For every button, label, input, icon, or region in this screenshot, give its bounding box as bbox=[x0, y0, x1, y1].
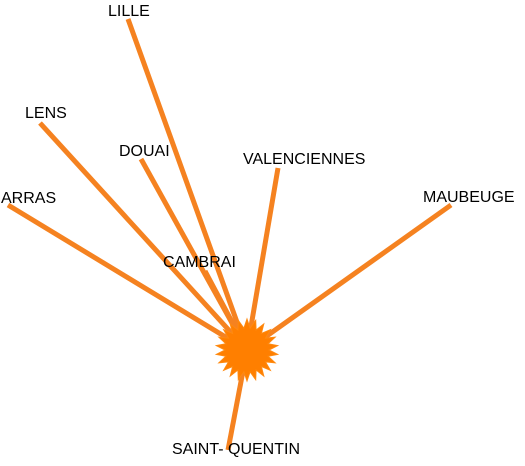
city-label-valenciennes: VALENCIENNES bbox=[243, 151, 365, 168]
city-label-arras: ARRAS bbox=[1, 190, 56, 207]
city-label-lille: LILLE bbox=[108, 3, 150, 20]
city-label-saint-quentin: SAINT- QUENTIN bbox=[172, 441, 300, 458]
route-line-arras bbox=[6, 202, 249, 353]
city-label-cambrai: CAMBRAI bbox=[163, 254, 236, 271]
route-line-lens bbox=[38, 121, 249, 352]
route-line-maubeuge bbox=[245, 202, 453, 353]
city-label-lens: LENS bbox=[25, 105, 67, 122]
city-label-douai: DOUAI bbox=[119, 143, 170, 160]
hub-marker bbox=[214, 317, 280, 383]
route-lines bbox=[6, 18, 453, 451]
route-line-lille bbox=[125, 18, 250, 351]
city-label-maubeuge: MAUBEUGE bbox=[423, 189, 515, 206]
city-labels: LILLE LENS DOUAI ARRAS VALENCIENNES MAUB… bbox=[1, 3, 515, 458]
route-line-valenciennes bbox=[244, 167, 281, 351]
starburst-icon bbox=[214, 317, 280, 383]
